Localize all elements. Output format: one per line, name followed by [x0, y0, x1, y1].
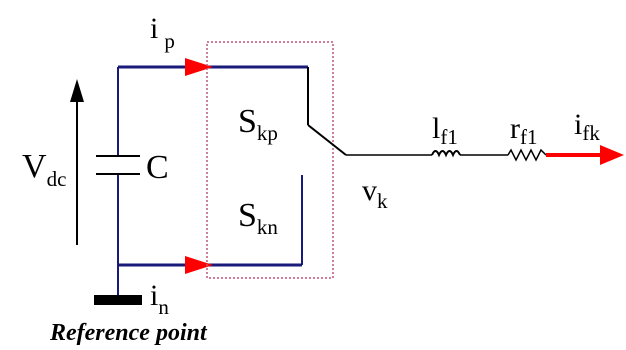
in-label: in: [150, 279, 169, 319]
ip-current-arrow: [185, 58, 213, 76]
skn-label: Skn: [238, 197, 278, 239]
switch-blade: [307, 124, 347, 156]
vdc-label: Vdc: [22, 148, 66, 191]
capacitor-symbol: [96, 155, 140, 175]
skp-label: Skp: [238, 103, 278, 145]
resistor-symbol: [507, 148, 547, 162]
reference-point-label: Reference point: [49, 320, 208, 346]
rf1-label: rf1: [510, 112, 538, 149]
capacitor-label: C: [146, 149, 169, 186]
ifk-arrow-head: [600, 145, 624, 165]
inductor-symbol: [431, 150, 461, 158]
vk-label: vk: [362, 174, 388, 213]
switch-leg-box: [206, 41, 334, 279]
lf1-label: lf1: [432, 112, 458, 149]
vdc-arrow: [70, 79, 84, 245]
ground-bar: [94, 295, 142, 305]
in-current-arrow: [185, 256, 213, 274]
ifk-label: ifk: [574, 108, 600, 145]
